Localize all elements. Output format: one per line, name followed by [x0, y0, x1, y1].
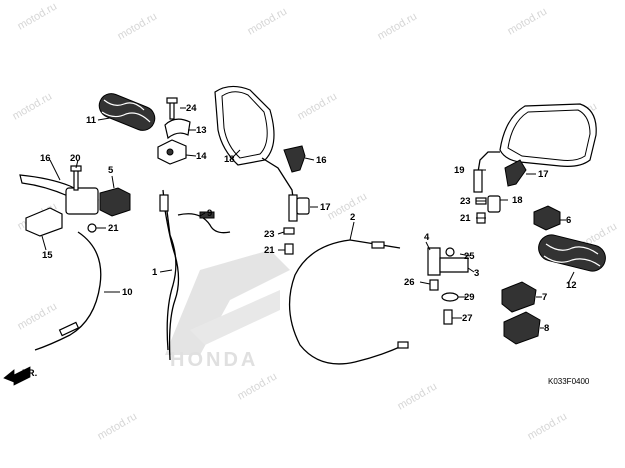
watermark: motod.ru — [296, 90, 340, 122]
callout-23-left: 23 — [264, 229, 275, 240]
watermark: motod.ru — [16, 0, 60, 32]
callout-16: 16 — [40, 153, 51, 164]
callout-11: 11 — [86, 115, 97, 126]
callout-25: 25 — [464, 251, 475, 262]
switch-6 — [533, 205, 561, 231]
watermark: motod.ru — [116, 10, 160, 42]
switch-5 — [99, 187, 131, 217]
adapter-18-right — [487, 195, 501, 213]
watermark: motod.ru — [96, 410, 140, 442]
switch-8 — [503, 311, 541, 345]
callout-8: 8 — [544, 323, 549, 334]
clutch-cable-10 — [34, 231, 102, 351]
bracket-4 — [427, 247, 441, 276]
callout-15: 15 — [42, 250, 53, 261]
callout-3: 3 — [474, 268, 479, 279]
front-direction-arrow: FR. — [3, 366, 37, 386]
front-marker-label: FR. — [22, 368, 37, 379]
callout-24: 21 — [108, 223, 119, 234]
adapter-18-left — [296, 197, 310, 215]
bracket-3 — [439, 257, 469, 273]
nut-24 — [87, 223, 97, 233]
callouts: 11 24 13 14 16 20 5 15 21 10 1 9 18 16 1… — [40, 103, 577, 334]
callout-7: 7 — [542, 292, 547, 303]
watermark: motod.ru — [11, 90, 55, 122]
clutch-lever — [19, 174, 99, 215]
watermark: motod.ru — [376, 10, 420, 42]
mirror-boot-17-right — [504, 159, 527, 187]
callout-28: 24 — [186, 103, 197, 114]
watermark: motod.ru — [326, 190, 370, 222]
callout-19: 18 — [224, 154, 235, 165]
watermark: motod.ru — [246, 5, 290, 37]
bolt-28 — [166, 97, 178, 120]
bolt-22 — [70, 165, 82, 191]
callout-2: 2 — [350, 212, 355, 223]
callout-5: 5 — [108, 165, 114, 176]
callout-10: 10 — [122, 287, 133, 298]
callout-26: 26 — [404, 277, 415, 288]
callout-21-left: 21 — [264, 245, 275, 256]
honda-wing-logo: HONDA — [165, 250, 290, 371]
watermarks: motod.ru motod.ru motod.ru motod.ru moto… — [11, 0, 620, 442]
callout-12: 12 — [566, 280, 577, 291]
drawing-code: K033F0400 — [548, 377, 590, 386]
callout-23-right: 23 — [460, 196, 471, 207]
bolt-26 — [429, 279, 439, 291]
honda-logo-text: HONDA — [170, 349, 258, 371]
watermark: motod.ru — [236, 370, 280, 402]
callout-18-left: 17 — [320, 202, 331, 213]
watermark: motod.ru — [506, 5, 550, 37]
callout-13: 13 — [196, 125, 207, 136]
callout-21-right: 21 — [460, 213, 471, 224]
callout-27: 27 — [462, 313, 473, 324]
throttle-housing-top — [164, 118, 191, 140]
callout-1: 1 — [152, 267, 158, 278]
watermark: motod.ru — [526, 410, 570, 442]
leader-lines — [41, 107, 575, 329]
nut-23-left — [283, 227, 295, 235]
washer-29 — [441, 292, 459, 302]
callout-29: 29 — [464, 292, 475, 303]
callout-14: 14 — [196, 151, 207, 162]
callout-17-left: 16 — [316, 155, 327, 166]
callout-18-right: 18 — [512, 195, 523, 206]
watermark: motod.ru — [16, 300, 60, 332]
nut-25 — [445, 247, 455, 257]
callout-20: 19 — [454, 165, 465, 176]
callout-4: 4 — [424, 232, 430, 243]
callout-17-right: 17 — [538, 169, 549, 180]
switch-wire-9 — [177, 213, 231, 234]
right-mirror — [473, 103, 597, 193]
left-grip — [98, 93, 156, 131]
callout-22: 20 — [70, 153, 81, 164]
switch-7 — [501, 281, 537, 313]
right-grip — [538, 234, 606, 272]
callout-9: 9 — [207, 208, 212, 219]
bolt-21-left — [284, 243, 294, 255]
callout-6: 6 — [566, 215, 571, 226]
mirror-boot-17-left — [283, 145, 306, 173]
watermark: motod.ru — [396, 380, 440, 412]
left-mirror — [214, 85, 298, 222]
bolt-27 — [443, 309, 453, 325]
cable-2 — [288, 239, 403, 365]
lever-bracket-15 — [25, 207, 63, 237]
